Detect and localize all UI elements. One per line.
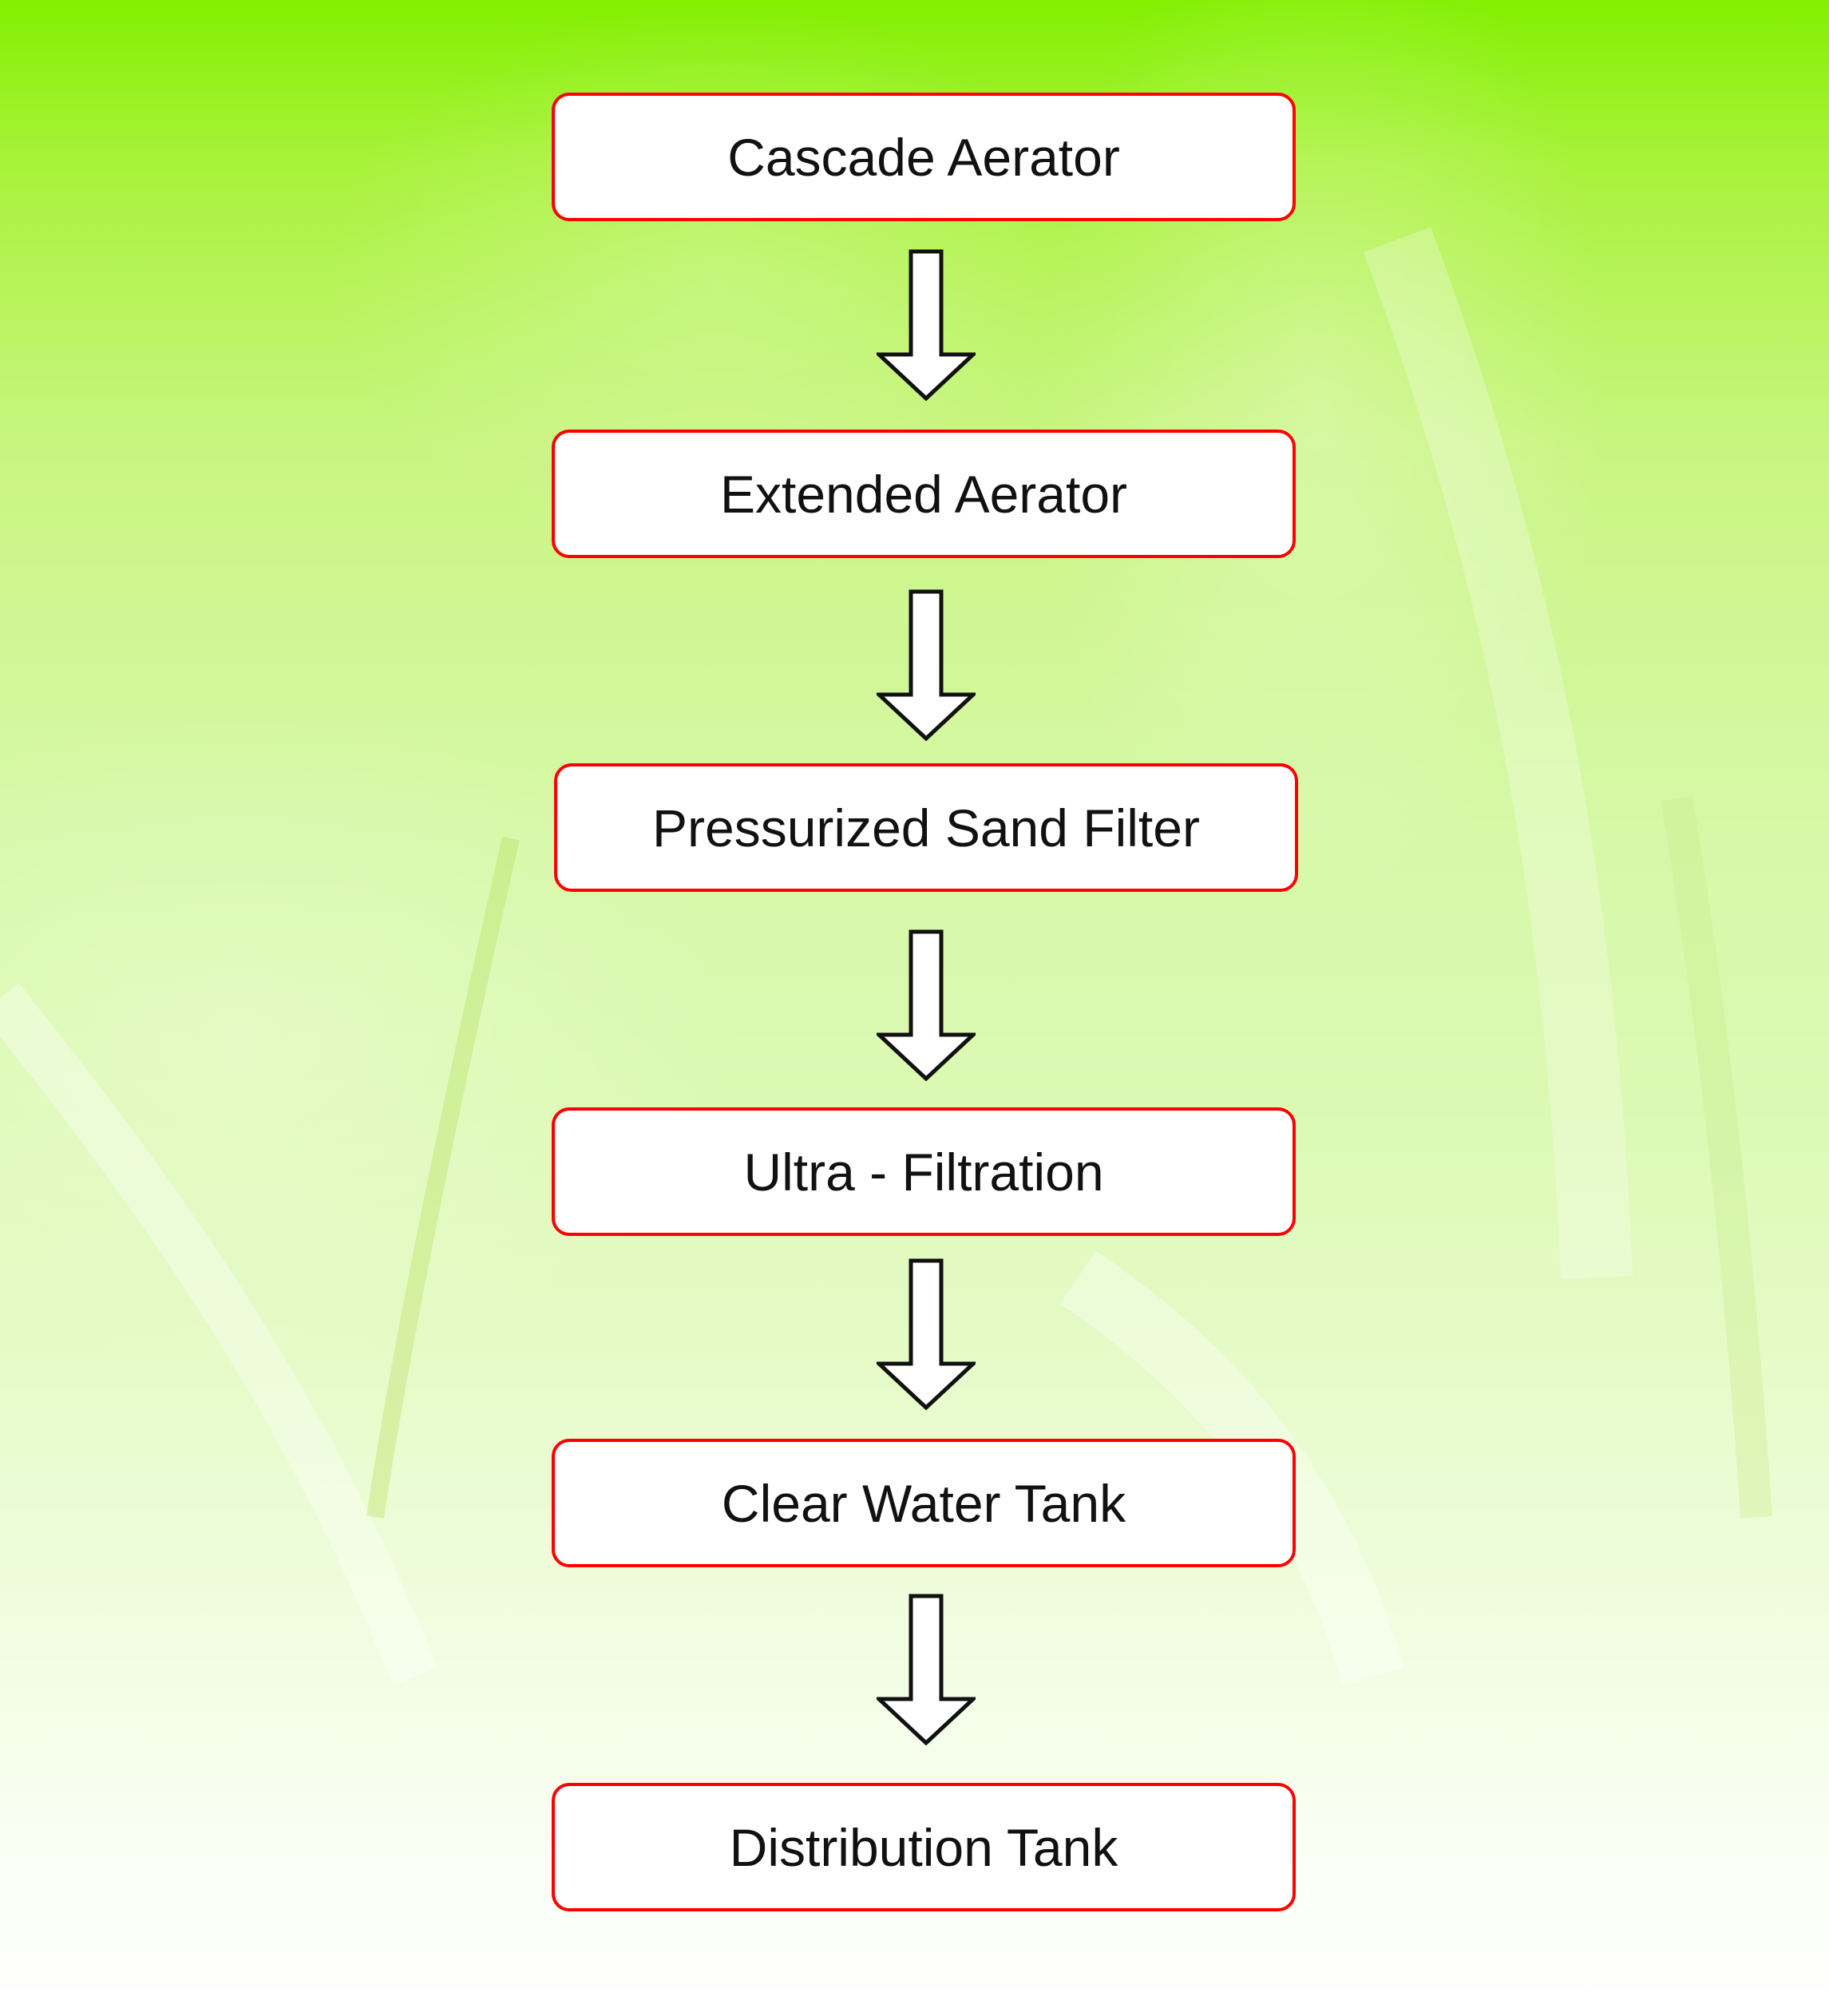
step-label: Pressurized Sand Filter [652,798,1200,857]
down-arrow-icon [877,1258,976,1410]
step-box-extended-aerator: Extended Aerator [552,430,1296,558]
step-box-cascade-aerator: Cascade Aerator [552,93,1296,221]
step-box-clear-water-tank: Clear Water Tank [552,1439,1296,1567]
step-label: Cascade Aerator [727,127,1120,187]
step-box-ultra-filtration: Ultra - Filtration [552,1107,1296,1236]
step-box-pressurized-sand-filter: Pressurized Sand Filter [554,763,1298,892]
down-arrow-icon [877,929,976,1081]
down-arrow-icon [877,589,976,741]
down-arrow-icon [877,1594,976,1745]
step-label: Clear Water Tank [721,1473,1126,1533]
step-label: Distribution Tank [729,1817,1118,1877]
down-arrow-icon [877,249,976,401]
step-label: Extended Aerator [719,464,1128,524]
step-label: Ultra - Filtration [743,1142,1104,1202]
step-box-distribution-tank: Distribution Tank [552,1783,1296,1911]
